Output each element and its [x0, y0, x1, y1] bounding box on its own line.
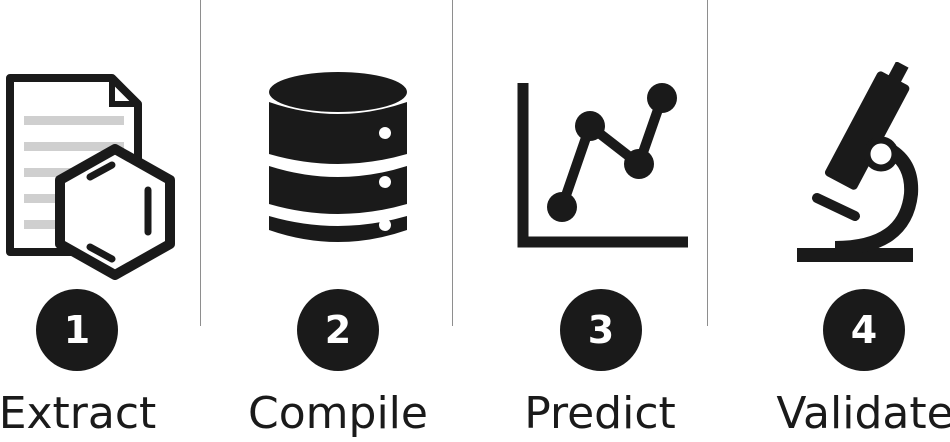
step-label: Compile [248, 388, 428, 439]
step-number-badge: 4 [823, 289, 905, 371]
step-number-badge: 3 [560, 289, 642, 371]
divider-1 [200, 0, 201, 326]
step-label: Predict [524, 388, 676, 439]
microscope-icon [797, 62, 919, 262]
step-number-badge: 1 [36, 289, 118, 371]
step-label: Validate [776, 388, 950, 439]
line-chart-icon [517, 83, 688, 248]
document-molecule-icon [6, 74, 175, 280]
step-number-badge: 2 [297, 289, 379, 371]
divider-3 [707, 0, 708, 326]
database-icon [269, 72, 407, 242]
divider-2 [452, 0, 453, 326]
step-label: Extract [0, 388, 157, 439]
